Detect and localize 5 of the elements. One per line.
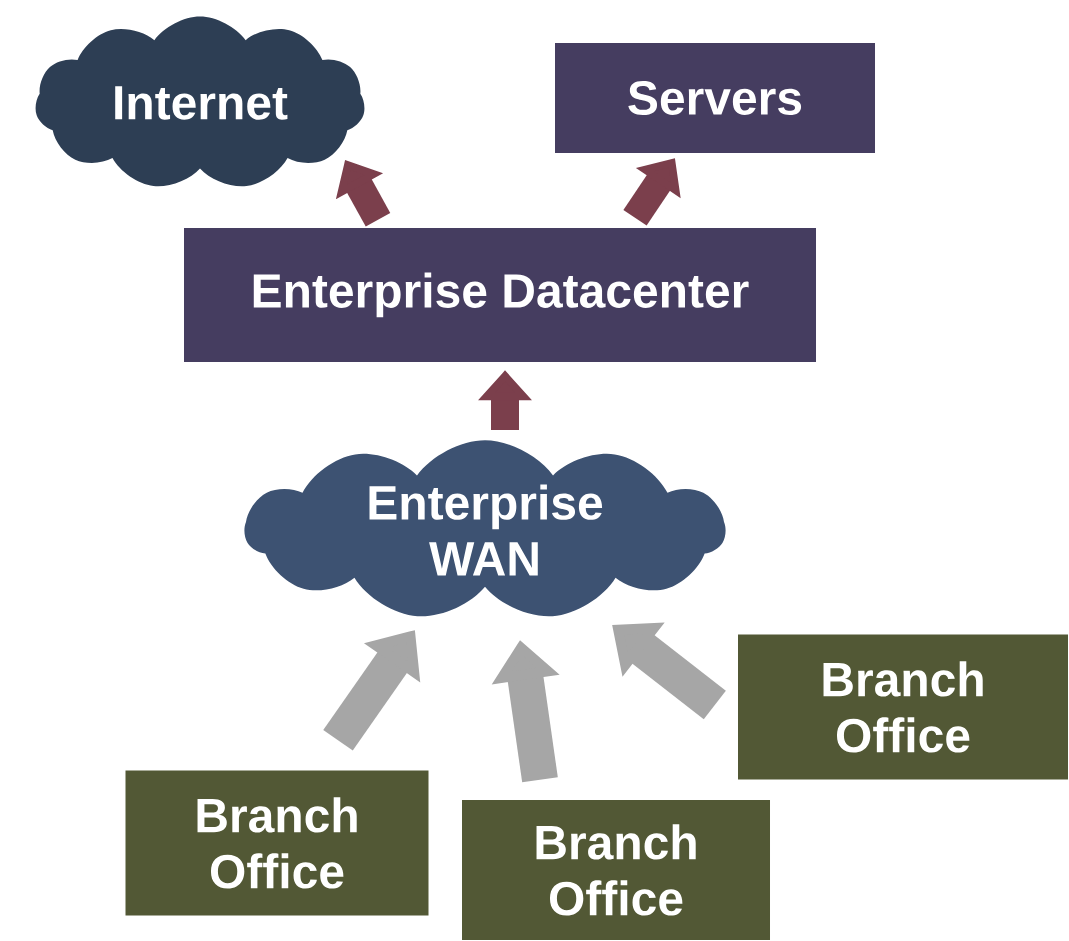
process-box: Branch Office xyxy=(125,770,429,916)
process-box: Servers xyxy=(555,43,875,153)
process-box: Branch Office xyxy=(738,634,1068,780)
process-box: Branch Office xyxy=(462,800,770,940)
process-box: Enterprise Datacenter xyxy=(184,228,816,362)
